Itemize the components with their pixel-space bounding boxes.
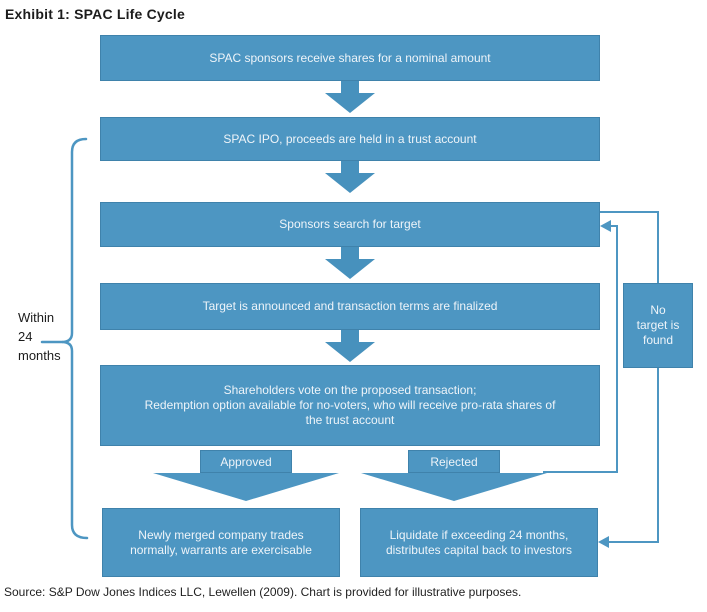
down-arrow-icon — [325, 81, 375, 113]
arrow-stem — [341, 330, 359, 342]
no-target-found-box: No target is found — [623, 283, 693, 368]
rejected-feedback-line-horizontal — [543, 471, 618, 473]
arrow-head — [325, 173, 375, 193]
exhibit-title: Exhibit 1: SPAC Life Cycle — [5, 6, 185, 22]
rejected-arrow-head — [361, 473, 547, 501]
rejected-feedback-line-vertical — [616, 225, 618, 473]
no-target-line-bottom — [608, 541, 659, 543]
no-target-line-top — [600, 211, 659, 213]
approved-arrow-head — [153, 473, 339, 501]
flow-step-spac-ipo: SPAC IPO, proceeds are held in a trust a… — [100, 117, 600, 161]
rejected-arrow: Rejected — [408, 450, 500, 473]
down-arrow-icon — [325, 247, 375, 279]
approved-arrow: Approved — [200, 450, 292, 473]
arrow-stem — [341, 81, 359, 93]
flow-step-sponsors-shares: SPAC sponsors receive shares for a nomin… — [100, 35, 600, 81]
flow-step-shareholder-vote: Shareholders vote on the proposed transa… — [100, 365, 600, 446]
outcome-merged-box: Newly merged company trades normally, wa… — [102, 508, 340, 577]
source-note: Source: S&P Dow Jones Indices LLC, Lewel… — [4, 585, 522, 599]
flow-step-target-announced: Target is announced and transaction term… — [100, 283, 600, 330]
rejected-feedback-line-top — [608, 225, 618, 227]
no-target-line-vertical — [657, 211, 659, 543]
arrow-stem — [341, 247, 359, 259]
flow-step-search-target: Sponsors search for target — [100, 202, 600, 247]
left-arrowhead-into-liquidate-icon — [598, 536, 609, 548]
arrow-head — [325, 93, 375, 113]
outcome-liquidate-box: Liquidate if exceeding 24 months, distri… — [360, 508, 598, 577]
left-arrowhead-into-search-icon — [600, 220, 611, 232]
arrow-head — [325, 342, 375, 362]
arrow-stem — [341, 161, 359, 173]
timeframe-label: Within 24 months — [18, 310, 61, 363]
down-arrow-icon — [325, 330, 375, 362]
down-arrow-icon — [325, 161, 375, 193]
arrow-head — [325, 259, 375, 279]
